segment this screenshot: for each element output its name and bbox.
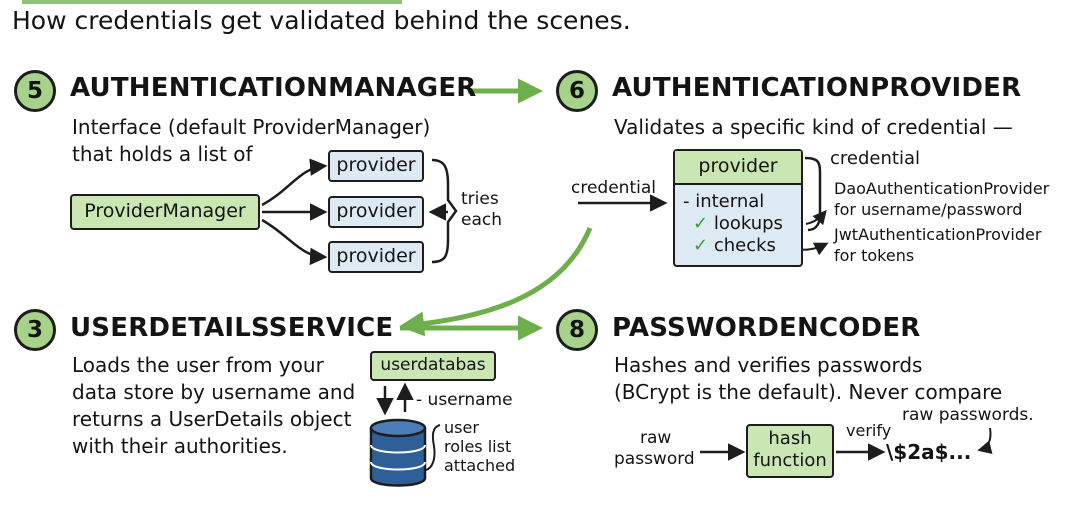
- arrow-pm-provider-3: [261, 218, 328, 266]
- auth-manager-title: AUTHENTICATIONMANAGER: [70, 73, 477, 103]
- user-database-box: userdatabas: [370, 351, 496, 381]
- raw-passwords-note: raw passwords.: [902, 405, 1034, 425]
- auth-provider-desc: Validates a specific kind of credential …: [614, 115, 1013, 139]
- dao-provider-name: DaoAuthenticationProvider: [834, 179, 1050, 198]
- password-label: password: [614, 449, 695, 469]
- step-badge-6: 6: [556, 70, 598, 112]
- credential-bracket: [804, 156, 822, 232]
- provider-box-3: provider: [328, 241, 424, 273]
- verify-label: verify: [846, 421, 892, 440]
- step-badge-5: 5: [14, 70, 56, 112]
- step-badge-3: 3: [14, 309, 56, 351]
- hash-label: hash: [768, 428, 812, 449]
- user-details-desc-2: data store by username and: [72, 380, 356, 404]
- dao-provider-for: for username/password: [834, 200, 1023, 219]
- user-details-desc-4: with their authorities.: [72, 434, 288, 458]
- tries-label: tries: [461, 189, 499, 209]
- provider-detail-box: provider - internal ✓ lookups ✓ checks: [673, 149, 803, 267]
- jwt-provider-name: JwtAuthenticationProvider: [834, 225, 1042, 244]
- intro-text: How credentials get validated behind the…: [12, 6, 631, 35]
- arrow-pm-provider-1: [261, 158, 328, 207]
- database-cylinder: [369, 418, 427, 487]
- top-accent-bar: [22, 0, 402, 4]
- provider-internal: - internal: [683, 191, 765, 212]
- arrow-lookups: [805, 209, 827, 226]
- raw-label: raw: [640, 428, 672, 448]
- username-label: - username: [416, 390, 513, 410]
- user-details-title: USERDETAILSSERVICE: [70, 313, 394, 343]
- provider-lookups: lookups: [713, 213, 783, 234]
- auth-manager-desc-2: that holds a list of: [72, 142, 253, 166]
- hash-function-box: hash function: [746, 424, 834, 478]
- user-roles-brace: [425, 424, 441, 471]
- auth-manager-desc-1: Interface (default ProviderManager): [72, 115, 431, 139]
- user-details-desc-1: Loads the user from your: [72, 353, 324, 377]
- provider-checks: checks: [713, 235, 776, 256]
- hash-output: \$2a$...: [886, 440, 972, 464]
- user-roles-2: roles list: [444, 437, 512, 456]
- provider-lookups-row: ✓ lookups: [675, 213, 801, 235]
- provider-box-2: provider: [328, 196, 424, 228]
- tries-each-bracket: [431, 158, 458, 264]
- password-encoder-desc-2: (BCrypt is the default). Never compare: [614, 380, 1003, 404]
- step-badge-8: 8: [556, 309, 598, 351]
- user-details-desc-3: returns a UserDetails object: [72, 407, 352, 431]
- arrow-raw-passwords-note: [977, 427, 993, 455]
- provider-manager-box: ProviderManager: [70, 194, 260, 230]
- password-encoder-desc-1: Hashes and verifies passwords: [614, 353, 923, 377]
- credential-label: credential: [830, 148, 920, 169]
- password-encoder-title: PASSWORDENCODER: [612, 313, 921, 343]
- provider-box-1: provider: [328, 150, 424, 182]
- provider-detail-title: provider: [675, 151, 801, 185]
- provider-checks-row: ✓ checks: [675, 235, 801, 257]
- arrow-provider-to-userdetails: [399, 227, 593, 337]
- jwt-provider-for: for tokens: [834, 246, 915, 265]
- function-label: function: [753, 450, 827, 471]
- credential-input-label: credential: [571, 178, 656, 198]
- user-roles-1: user: [444, 418, 479, 437]
- each-label: each: [461, 210, 502, 230]
- check-icon: ✓: [693, 213, 709, 234]
- check-icon: ✓: [693, 235, 709, 256]
- auth-provider-title: AUTHENTICATIONPROVIDER: [612, 73, 1022, 103]
- user-roles-3: attached: [444, 456, 516, 475]
